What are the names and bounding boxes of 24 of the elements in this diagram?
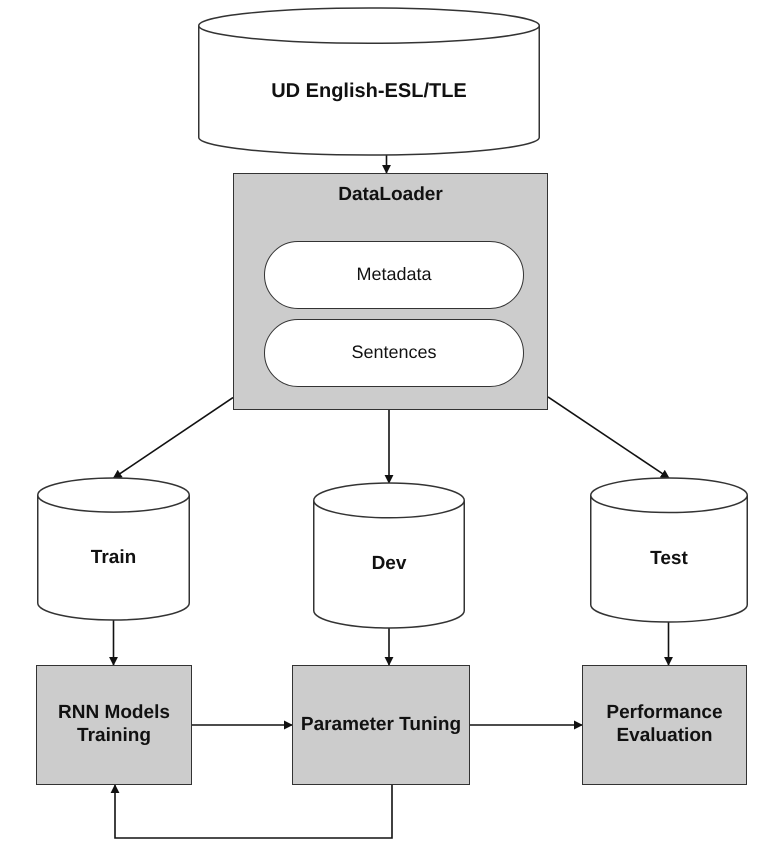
process-box [582, 665, 747, 785]
arrow [110, 784, 393, 839]
arrow [382, 155, 391, 174]
arrow [109, 620, 118, 666]
process-box [36, 665, 192, 785]
arrow [192, 720, 293, 730]
process-box [292, 665, 470, 785]
arrow [384, 628, 394, 666]
node-label: Dev [370, 552, 408, 576]
node-label: Train [90, 546, 138, 570]
arrow [384, 410, 394, 484]
node-label: UD English-ESL/TLE [270, 78, 468, 102]
node-label: Metadata [355, 264, 433, 286]
process-box [233, 173, 548, 410]
node-label: Parameter Tuning [300, 714, 462, 736]
arrow [548, 396, 670, 479]
node-label: Sentences [350, 342, 438, 364]
arrow [664, 622, 673, 666]
node-label: RNN Models Training [57, 702, 171, 748]
node-label: Test [649, 546, 689, 570]
arrow [112, 396, 234, 479]
box-heading: DataLoader [337, 184, 444, 207]
node-label: Performance Evaluation [605, 702, 724, 748]
arrow [470, 720, 583, 730]
